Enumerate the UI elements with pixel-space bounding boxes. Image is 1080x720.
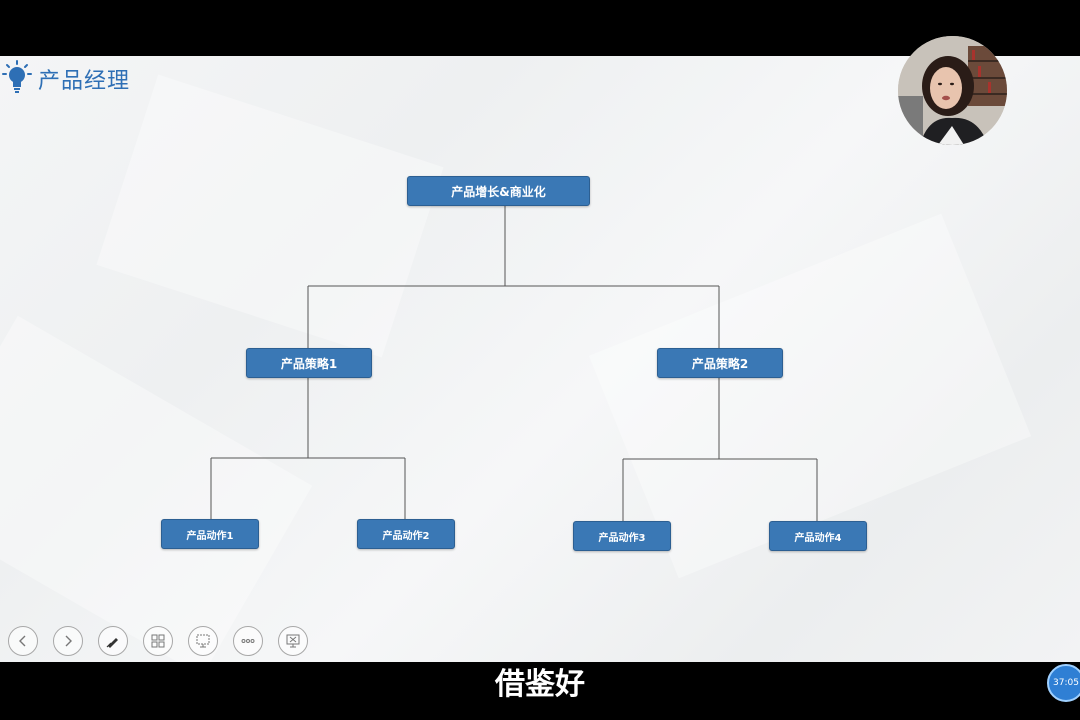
org-node-root[interactable]: 产品增长&商业化 [407, 176, 590, 206]
org-node-action-2[interactable]: 产品动作2 [357, 519, 455, 549]
presentation-slide: 产品经理 产品增长&商业化 产品策略1 产品策略2 产品动作1 产品动作2 产品… [0, 56, 1080, 662]
slide-title: 产品经理 [38, 69, 131, 94]
slide-brand: 产品经理 [2, 60, 130, 98]
presenter-webcam [898, 36, 1007, 145]
more-button[interactable] [233, 626, 263, 656]
lightbulb-icon [2, 60, 32, 98]
top-letterbox [0, 0, 1080, 56]
slideshow-controls [8, 626, 308, 656]
pointer-icon [196, 634, 210, 648]
chevron-right-icon [65, 635, 72, 647]
next-button[interactable] [53, 626, 83, 656]
more-icon [241, 639, 255, 643]
pen-icon [106, 638, 118, 648]
slides-grid-button[interactable] [143, 626, 173, 656]
org-node-action-3[interactable]: 产品动作3 [573, 521, 671, 551]
timer-badge[interactable]: 37:05 [1047, 664, 1080, 702]
org-node-action-4[interactable]: 产品动作4 [769, 521, 867, 551]
pointer-button[interactable] [188, 626, 218, 656]
org-node-action-1[interactable]: 产品动作1 [161, 519, 259, 549]
org-chart-connectors [210, 205, 818, 521]
caption-subtitle: 借鉴好 [495, 667, 585, 702]
end-show-button[interactable] [278, 626, 308, 656]
chevron-left-icon [19, 635, 26, 647]
bottom-letterbox [0, 662, 1080, 720]
org-node-strategy-1[interactable]: 产品策略1 [246, 348, 372, 378]
org-node-strategy-2[interactable]: 产品策略2 [657, 348, 783, 378]
prev-button[interactable] [8, 626, 38, 656]
end-show-icon [286, 634, 300, 648]
pen-button[interactable] [98, 626, 128, 656]
grid-icon [151, 634, 165, 648]
